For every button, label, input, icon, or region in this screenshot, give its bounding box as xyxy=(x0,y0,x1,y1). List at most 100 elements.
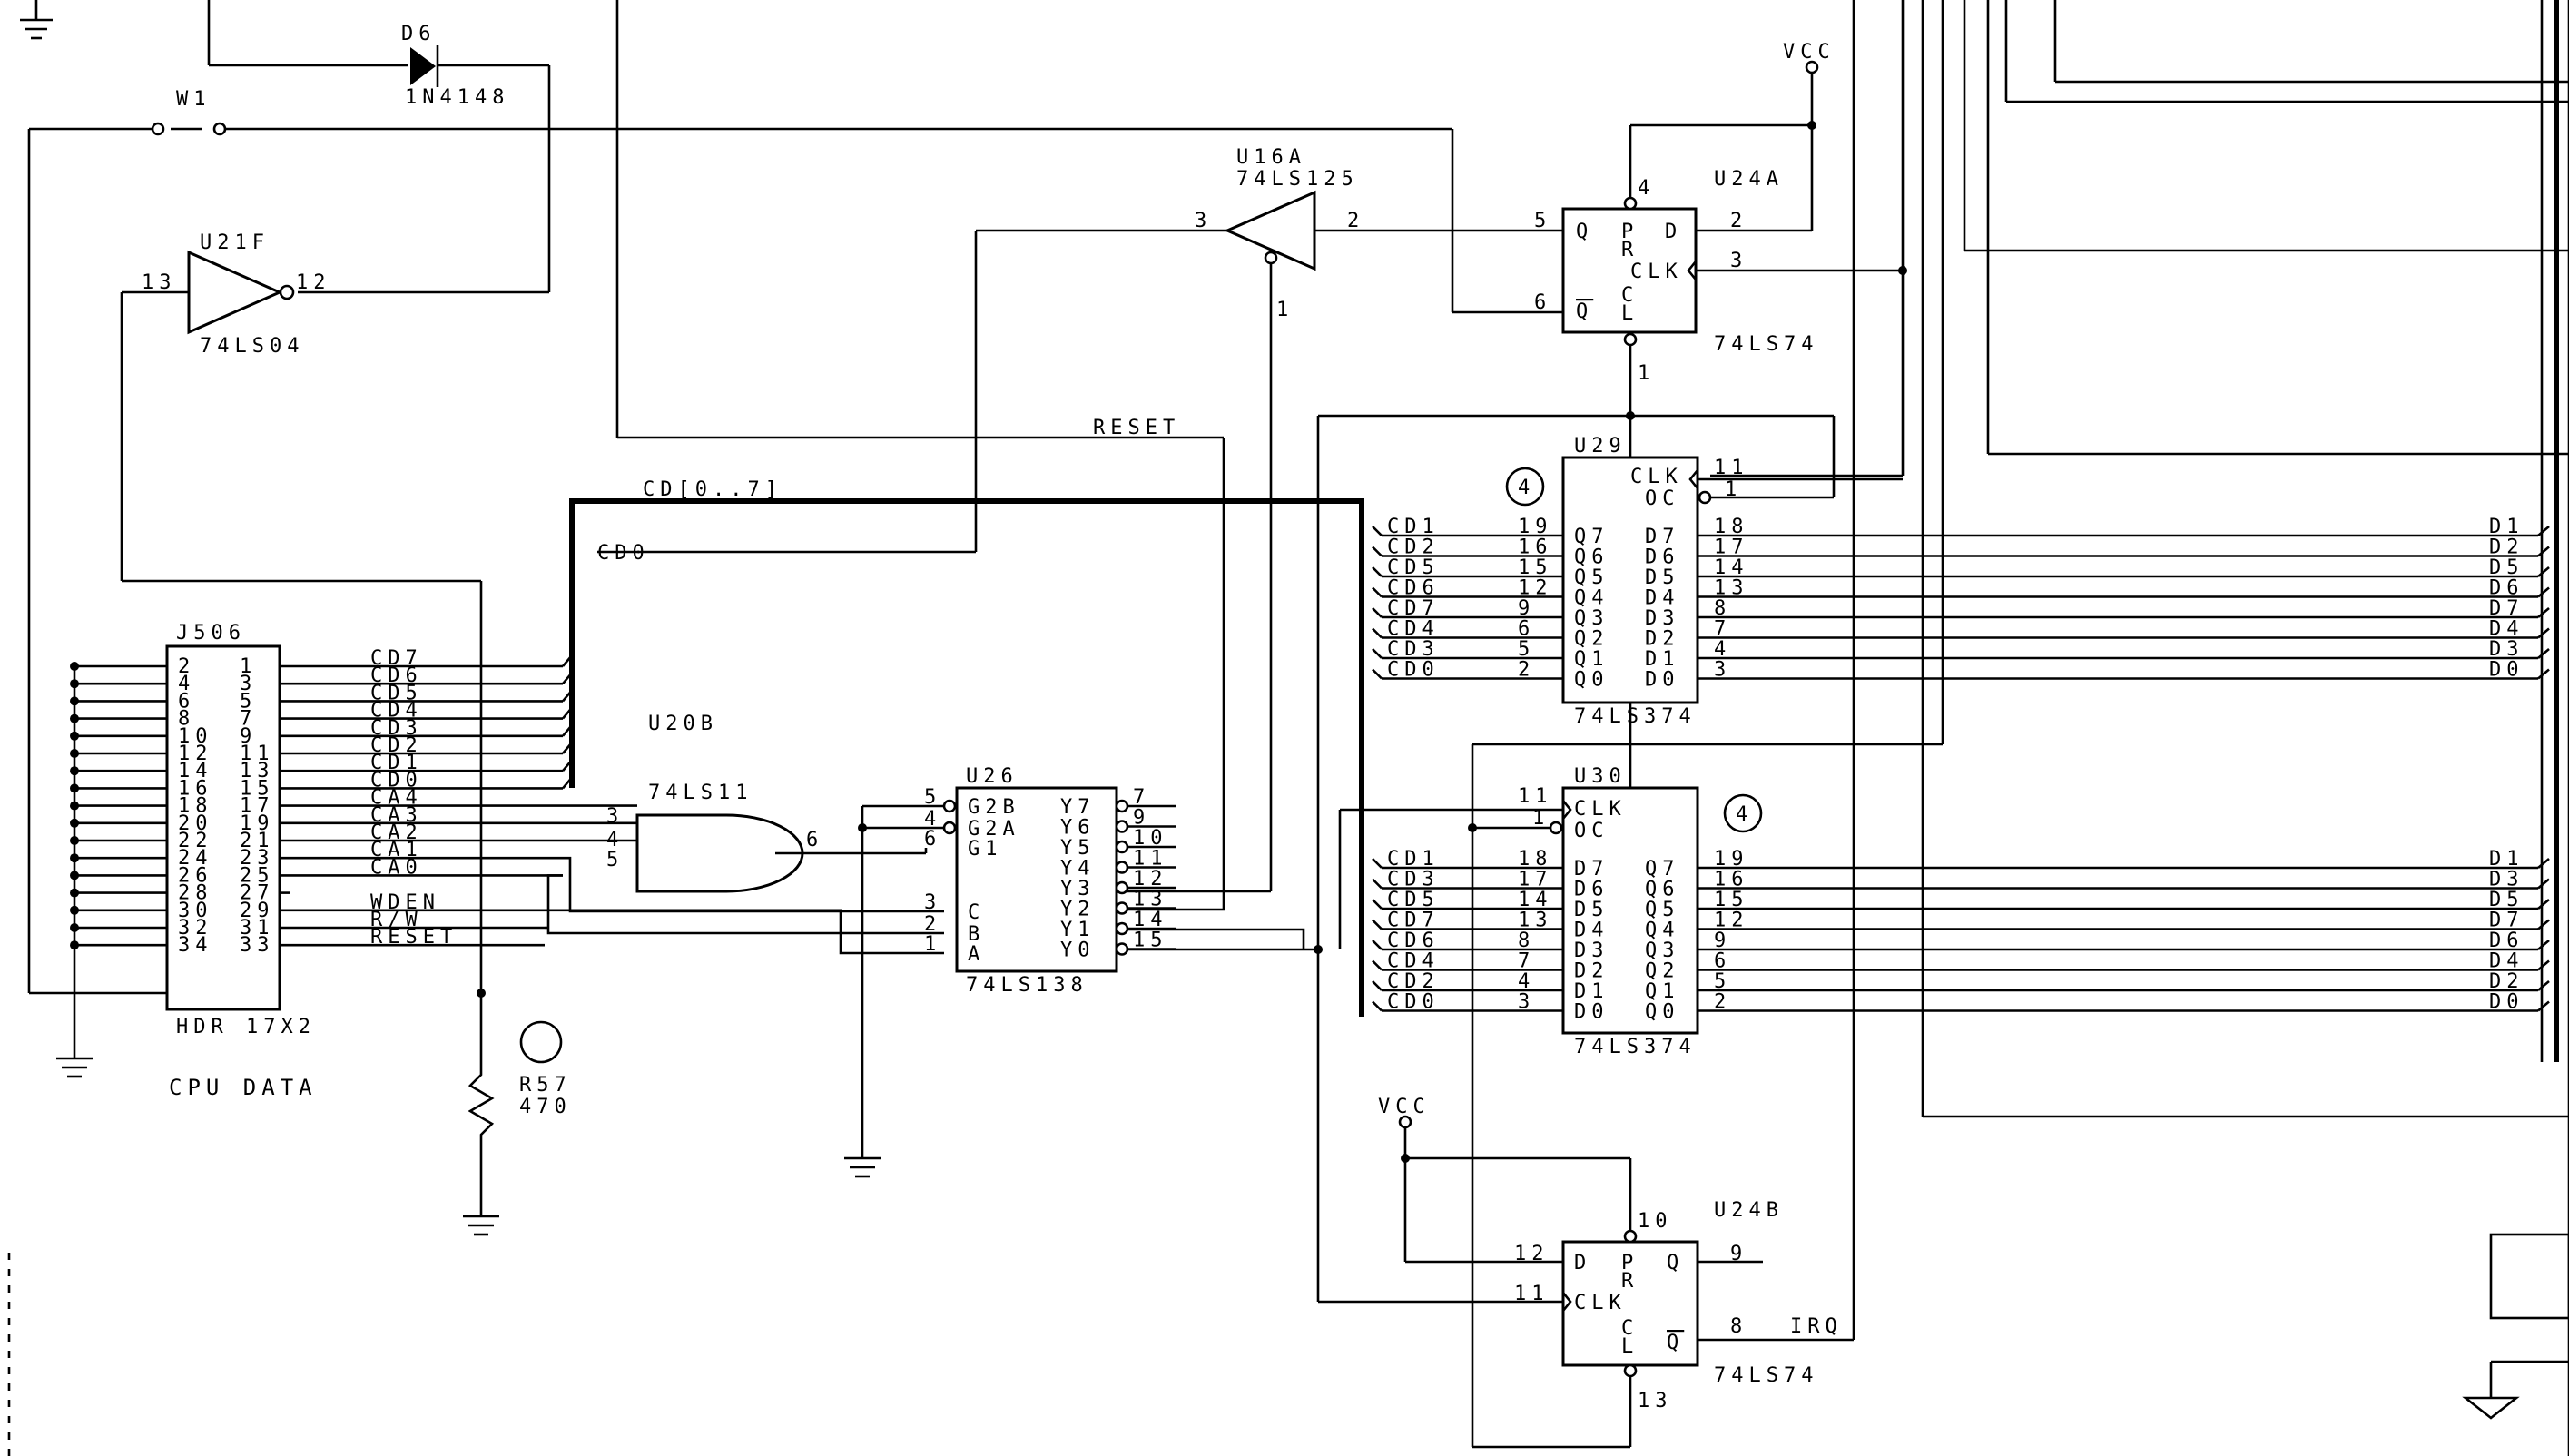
u16a-ref: U16A xyxy=(1236,146,1306,169)
u26-input-bubble xyxy=(942,821,957,835)
u30-input-pin: 14 xyxy=(1518,889,1553,911)
j506-net-label: CD2 xyxy=(370,734,423,757)
u29-q-label: Q6 xyxy=(1574,546,1609,569)
u30-oc-label: OC xyxy=(1574,820,1609,842)
u30-output-net: D6 xyxy=(2489,930,2525,952)
u29-input-net: CD3 xyxy=(1387,638,1440,661)
u26-output-pin: 13 xyxy=(1133,889,1168,911)
j506-bus-tap xyxy=(562,776,573,790)
u29-output-tap xyxy=(2537,566,2550,577)
u30-input-pin: 17 xyxy=(1518,869,1553,891)
u24b-value: 74LS74 xyxy=(1714,1364,1818,1387)
net-label-irq: IRQ xyxy=(1790,1315,1843,1338)
u29-output-tap xyxy=(2537,627,2550,639)
u30-output-net: D5 xyxy=(2489,889,2525,911)
u30-output-tap xyxy=(2537,878,2550,890)
u24b-clk-label: CLK xyxy=(1574,1292,1627,1314)
u30-d-label: D3 xyxy=(1574,940,1609,962)
j506-net-label: CD0 xyxy=(370,769,423,792)
j506-even-pin: 4 xyxy=(178,673,195,695)
u29-input-pin: 2 xyxy=(1518,659,1535,682)
inverter-u21f: U21F 74LS04 13 12 xyxy=(142,231,326,358)
cd-bus xyxy=(569,498,1364,1017)
u26-output-pin: 11 xyxy=(1133,848,1168,871)
j506-net-label: WDEN xyxy=(370,891,440,914)
j506-bus-tap xyxy=(562,672,573,685)
u30-bus-tap xyxy=(1372,919,1383,930)
u29-input-net: CD7 xyxy=(1387,597,1440,620)
u30-q-label: Q1 xyxy=(1645,980,1680,1003)
u29-output-net: D2 xyxy=(2489,536,2525,559)
j506-even-pin: 16 xyxy=(178,777,213,800)
u26-output-bubble xyxy=(1115,921,1129,936)
j506-odd-pin: 7 xyxy=(240,708,257,731)
u24a-q-label: Q xyxy=(1576,221,1593,243)
j506-odd-pin: 17 xyxy=(240,795,275,818)
u29-bus-tap xyxy=(1372,526,1383,536)
u30-output-tap xyxy=(2537,919,2550,930)
j506-net-label: CD3 xyxy=(370,717,423,740)
u29-input-pin: 16 xyxy=(1518,536,1553,559)
u24a-c-label: C xyxy=(1621,284,1639,307)
u30-input-net: CD6 xyxy=(1387,930,1440,952)
u30-marker: 4 xyxy=(1736,803,1753,826)
j506-odd-pin: 1 xyxy=(240,655,257,678)
j506-even-pin: 18 xyxy=(178,795,213,818)
u30-bus-tap xyxy=(1372,878,1383,890)
j506-even-pin: 28 xyxy=(178,882,213,905)
u30-bus-tap xyxy=(1372,959,1383,971)
u30-output-pin: 5 xyxy=(1714,970,1731,993)
u26-output-bubble xyxy=(1115,840,1129,854)
j506-even-pin: 6 xyxy=(178,690,195,713)
u29-clk-pin: 11 xyxy=(1714,457,1749,479)
u26-input-label: G2B xyxy=(968,796,1020,819)
flipflop-u24a: U24A 74LS74 Q Q P R D CLK C L 5 6 4 2 3 … xyxy=(1534,168,1813,385)
u29-input-net: CD0 xyxy=(1387,659,1440,682)
u26-input-label: A xyxy=(968,943,985,966)
u29-output-pin: 8 xyxy=(1714,597,1731,620)
j506-odd-pin: 3 xyxy=(240,673,257,695)
u24a-qn-label: Q xyxy=(1576,300,1593,323)
j506-even-pin: 2 xyxy=(178,655,195,678)
u29-clk-label: CLK xyxy=(1630,466,1683,488)
u29-marker: 4 xyxy=(1518,477,1535,499)
j506-even-pin: 8 xyxy=(178,708,195,731)
vcc-top: VCC xyxy=(1783,41,1830,74)
u29-input-pin: 9 xyxy=(1518,597,1535,620)
u26-input-pin: 2 xyxy=(924,913,941,936)
y2-wire xyxy=(1127,895,1225,911)
u30-output-net: D0 xyxy=(2489,991,2525,1014)
u30-bus-tap xyxy=(1372,940,1383,950)
u26-output-label: Y7 xyxy=(1060,796,1096,819)
r57-ref: R57 xyxy=(519,1074,572,1097)
u30-output-net: D4 xyxy=(2489,950,2525,973)
u30-output-pin: 2 xyxy=(1714,991,1731,1014)
u30-output-tap xyxy=(2537,980,2550,991)
ground-top-left xyxy=(20,0,53,40)
j506-even-pin: 10 xyxy=(178,725,213,748)
u30-q-label: Q4 xyxy=(1645,920,1680,942)
u24a-d-label: D xyxy=(1665,221,1682,243)
u30-input-net: CD7 xyxy=(1387,910,1440,932)
u29-d-label: D4 xyxy=(1645,587,1680,610)
u26-output-label: Y3 xyxy=(1060,878,1096,900)
u29-q-label: Q5 xyxy=(1574,566,1609,589)
u30-d-label: D2 xyxy=(1574,960,1609,983)
u29-output-net: D0 xyxy=(2489,659,2525,682)
j506-even-pin: 22 xyxy=(178,830,213,852)
u30-output-pin: 12 xyxy=(1714,910,1749,932)
u29-bus-tap xyxy=(1372,668,1383,680)
net-label-cd0: CD0 xyxy=(597,542,650,565)
u16a-oe-pin: 1 xyxy=(1276,299,1294,321)
u24b-q-pin: 9 xyxy=(1730,1243,1747,1265)
u26-ref: U26 xyxy=(966,765,1019,788)
u29-input-pin: 5 xyxy=(1518,638,1535,661)
u20b-ref: U20B xyxy=(648,713,718,735)
u29-d-label: D6 xyxy=(1645,546,1680,569)
u29-oc-label: OC xyxy=(1645,487,1680,510)
u24b-ref: U24B xyxy=(1714,1199,1784,1222)
u24a-ref: U24A xyxy=(1714,168,1784,191)
